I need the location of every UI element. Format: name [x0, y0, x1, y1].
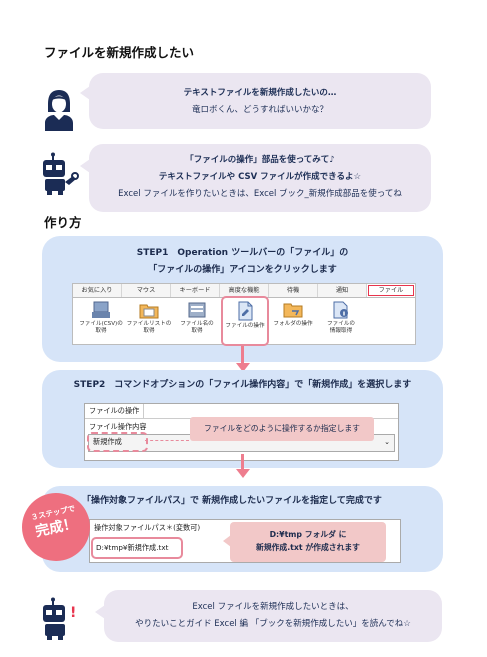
icon-label: ファイル名の: [180, 321, 214, 327]
callout-tail: [223, 535, 231, 547]
speech-bubble-robot: 「ファイルの操作」部品を使ってみて♪ テキストファイルや CSV ファイルが作成…: [80, 144, 431, 212]
file-path-input[interactable]: D:¥tmp¥新規作成.txt: [91, 537, 183, 559]
tab-favorites[interactable]: お気に入り: [73, 284, 122, 297]
icon-label: フォルダの操作: [273, 321, 313, 327]
step2-panel: STEP2 コマンドオプションの「ファイル操作内容」で「新規作成」を選択します …: [42, 370, 443, 468]
footer-line1: Excel ファイルを新規作成したいときは、: [192, 602, 354, 612]
get-csv-file-button[interactable]: ファイル(CSV)の 取得: [77, 298, 125, 344]
speech-bubble-footer: Excel ファイルを新規作成したいときは、 やりたいことガイド Excel 編…: [95, 590, 442, 642]
down-arrow-icon: [236, 469, 250, 478]
step1-line2: 「ファイルの操作」アイコンをクリックします: [148, 265, 337, 275]
folder-icon: [283, 303, 303, 318]
step1-line1: STEP1 Operation ツールバーの「ファイル」の: [136, 248, 349, 258]
connector-line: [145, 440, 189, 441]
field-label: 操作対象ファイルパス＊(変数可): [94, 523, 201, 532]
icon-label: ファイルの操作: [225, 323, 265, 329]
step2-title: STEP2 コマンドオプションの「ファイル操作内容」で「新規作成」を選択します: [73, 380, 412, 390]
dialog1-line2: 竜ロボくん、どうすればいいかな？: [191, 105, 328, 115]
bubble-tail: [95, 605, 105, 619]
step1-panel: STEP1 Operation ツールバーの「ファイル」の 「ファイルの操作」ア…: [42, 236, 443, 362]
woman-avatar-icon: [42, 87, 76, 135]
how-to-title: 作り方: [44, 215, 82, 230]
tab-mouse[interactable]: マウス: [122, 284, 171, 297]
csv-file-icon: [92, 301, 110, 318]
tab-wait[interactable]: 待機: [269, 284, 318, 297]
page-title: ファイルを新規作成したい: [44, 45, 195, 60]
operation-toolbar: お気に入り マウス キーボード 高度な機能 待機 通知 ファイル ファイル(CS…: [72, 283, 416, 346]
bubble-tail: [80, 86, 90, 100]
tab-file-operation[interactable]: ファイルの操作: [85, 404, 145, 418]
callout-step2: ファイルをどのように操作するか指定します: [190, 417, 374, 441]
dialog2-line1: 「ファイルの操作」部品を使ってみて♪: [185, 155, 335, 165]
dialog2-line2: テキストファイルや CSV ファイルが作成できるよ☆: [158, 172, 362, 182]
path-value: D:¥tmp¥新規作成.txt: [96, 543, 169, 552]
down-arrow-icon: [236, 363, 250, 372]
robot-avatar-icon: !: [40, 597, 80, 645]
file-info-button[interactable]: ファイルの 情報取得: [317, 298, 365, 344]
dialog2-line3: Excel ファイルを作りたいときは、Excel ブック_新規作成部品を使ってね: [118, 189, 402, 199]
bubble-tail: [80, 159, 90, 173]
file-operation-button[interactable]: ファイルの操作: [221, 296, 269, 346]
field-label: ファイル操作内容: [89, 422, 147, 431]
speech-bubble-user: テキストファイルを新規作成したいの… 竜ロボくん、どうすればいいかな？: [80, 73, 431, 129]
callout-line2: 新規作成.txt が作成されます: [256, 543, 360, 552]
file-name-icon: [188, 302, 206, 318]
footer-line2: やりたいことガイド Excel 編 「ブックを新規作成したい」を読んでね☆: [135, 619, 411, 629]
tab-notify[interactable]: 通知: [318, 284, 367, 297]
icon-label: 取得: [191, 328, 203, 334]
file-info-icon: [333, 301, 348, 319]
callout-line1: D:¥tmp フォルダ に: [269, 530, 347, 539]
tab-file[interactable]: ファイル: [367, 284, 415, 297]
folder-operation-button[interactable]: フォルダの操作: [269, 298, 317, 344]
dialog1-line1: テキストファイルを新規作成したいの…: [183, 88, 337, 98]
get-file-name-button[interactable]: ファイル名の 取得: [173, 298, 221, 344]
arrow-stem: [241, 346, 244, 364]
arrow-stem: [241, 454, 244, 470]
file-operation-icon: [238, 301, 253, 321]
file-list-icon: [139, 304, 159, 319]
step3-panel: 「操作対象ファイルパス」で 新規作成したいファイルを指定して完成です 操作対象フ…: [42, 486, 443, 572]
icon-label: ファイルリストの: [126, 321, 172, 327]
toolbar-tabs: お気に入り マウス キーボード 高度な機能 待機 通知 ファイル: [72, 283, 416, 298]
icon-label: 取得: [95, 328, 107, 334]
toolbar-icons: ファイル(CSV)の 取得 ファイルリストの 取得 ファイル名の 取得: [72, 296, 416, 346]
tab-keyboard[interactable]: キーボード: [171, 284, 220, 297]
icon-label: 取得: [143, 328, 155, 334]
callout-step3: D:¥tmp フォルダ に 新規作成.txt が作成されます: [230, 522, 386, 562]
select-highlight: 新規作成: [87, 432, 148, 452]
get-file-list-button[interactable]: ファイルリストの 取得: [125, 298, 173, 344]
tab-advanced[interactable]: 高度な機能: [220, 284, 269, 297]
select-value: 新規作成: [93, 437, 122, 446]
icon-label: 情報取得: [329, 328, 353, 334]
step3-title: 「操作対象ファイルパス」で 新規作成したいファイルを指定して完成です: [82, 496, 382, 506]
icon-label: ファイル(CSV)の: [79, 321, 123, 327]
icon-label: ファイルの: [327, 321, 355, 327]
robot-avatar-icon: [40, 152, 80, 200]
chevron-down-icon: ⌄: [384, 438, 390, 446]
svg-text:!: !: [70, 605, 76, 621]
